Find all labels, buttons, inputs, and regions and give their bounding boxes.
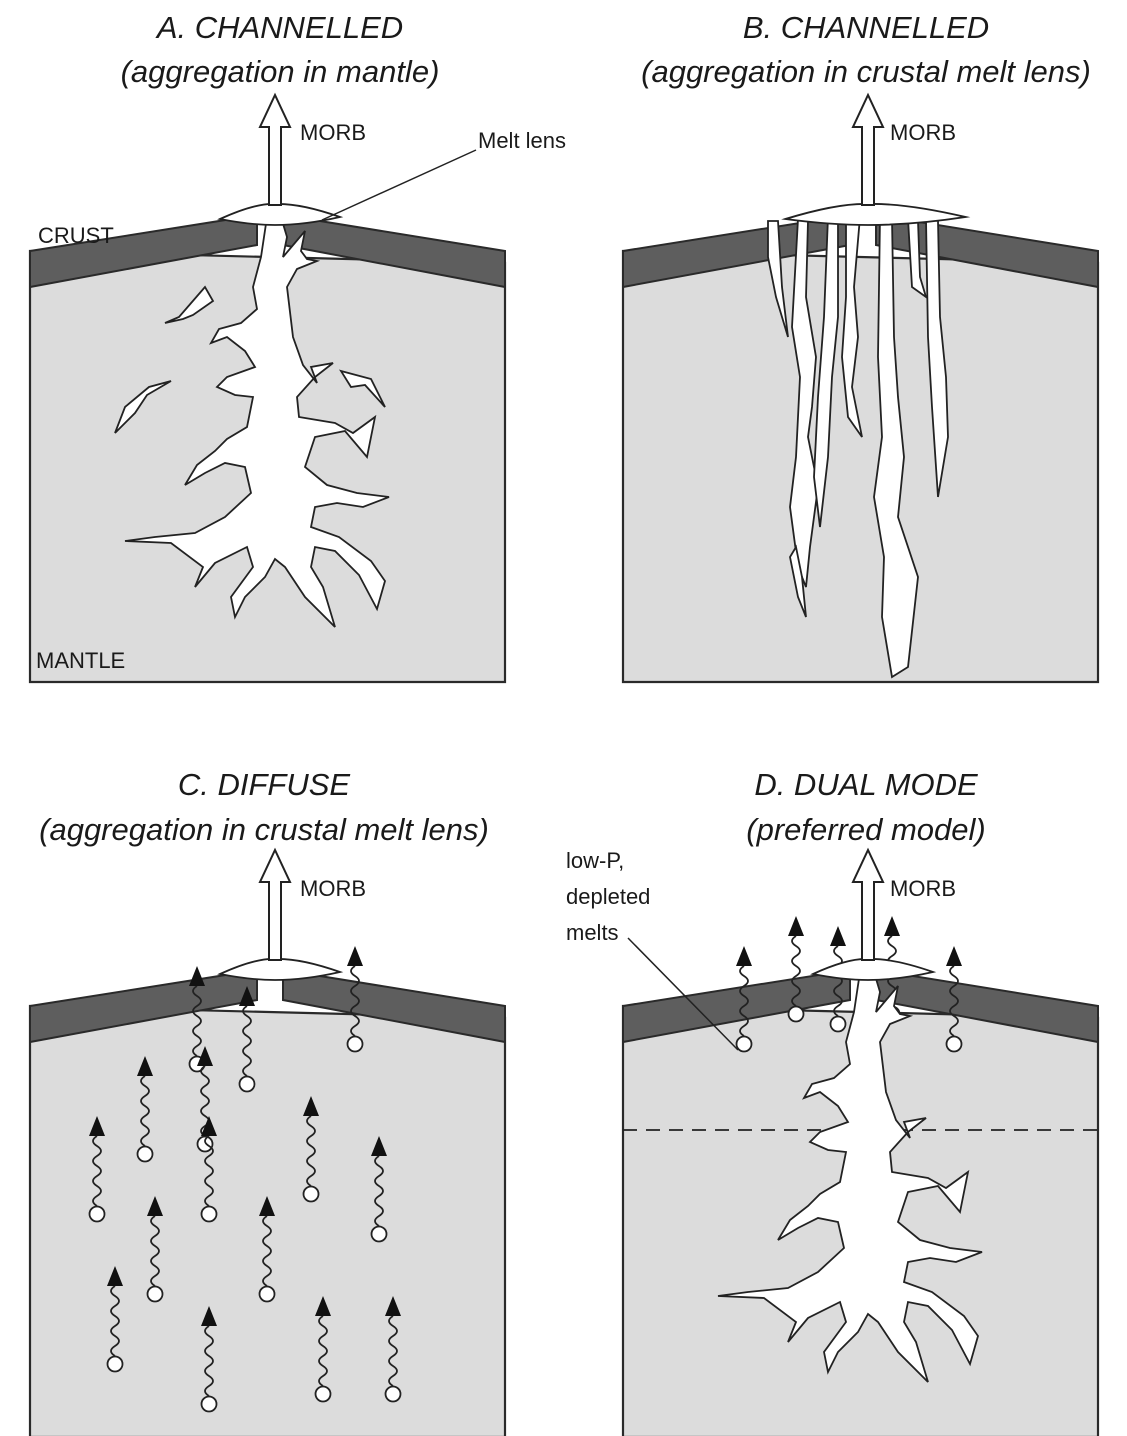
panel-a-title: A. CHANNELLED	[155, 10, 403, 45]
lowp-label-line1: low-P,	[566, 848, 624, 873]
panel-d-subtitle: (preferred model)	[746, 812, 985, 847]
panel-c-subtitle: (aggregation in crustal melt lens)	[39, 812, 489, 847]
lowp-label-line2: depleted	[566, 884, 650, 909]
panel-b-title: B. CHANNELLED	[743, 10, 989, 45]
panel-d	[623, 850, 1098, 1436]
melt-lens-label: Melt lens	[478, 128, 566, 153]
crust-label: CRUST	[38, 223, 114, 248]
panel-a	[30, 95, 505, 682]
melt-lens-leader	[322, 150, 476, 220]
lowp-label-line3: melts	[566, 920, 619, 945]
morb-arrow	[853, 850, 883, 960]
panel-a-subtitle: (aggregation in mantle)	[121, 54, 440, 89]
morb-label: MORB	[890, 120, 956, 145]
morb-label: MORB	[300, 876, 366, 901]
panel-b	[623, 95, 1098, 682]
panel-c-title: C. DIFFUSE	[178, 767, 351, 802]
morb-label: MORB	[890, 876, 956, 901]
panel-c	[30, 850, 505, 1436]
morb-arrow	[260, 850, 290, 960]
morb-arrow	[853, 95, 883, 205]
morb-arrow	[260, 95, 290, 205]
morb-label: MORB	[300, 120, 366, 145]
panel-b-subtitle: (aggregation in crustal melt lens)	[641, 54, 1091, 89]
panel-d-title: D. DUAL MODE	[754, 767, 978, 802]
mantle-label: MANTLE	[36, 648, 125, 673]
